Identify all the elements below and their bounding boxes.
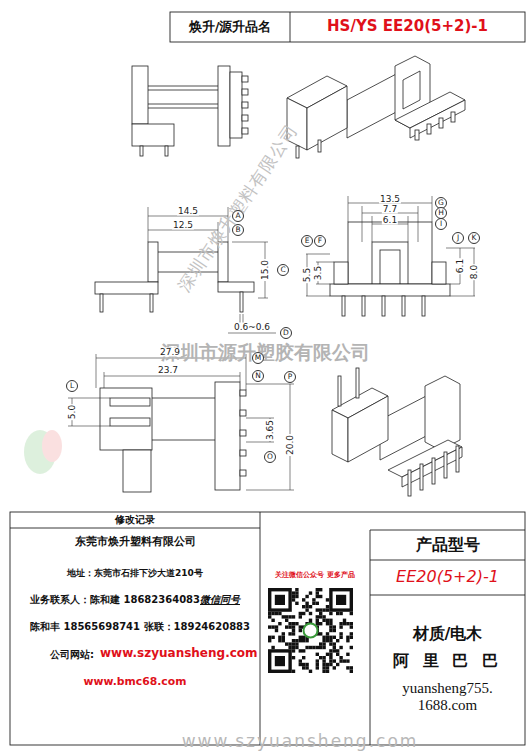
node-text: L <box>70 382 74 390</box>
node-text: HS/YS EE20(5+2)-1 <box>327 18 488 35</box>
dimension-value: 5.5 <box>303 267 312 283</box>
watermark: www.szyuansheng.com <box>181 733 420 750</box>
callout-letter: L <box>66 380 78 392</box>
callout-letter: D <box>280 327 292 339</box>
node-text: N <box>255 372 261 380</box>
callout-letter: I <box>435 218 447 230</box>
callout-letter: B <box>232 224 244 236</box>
dimension-value: 13.5 <box>379 195 401 204</box>
node-text: www.szyuansheng.com <box>100 647 258 661</box>
node-text: I <box>440 220 442 228</box>
node-text: 微信同号 <box>200 594 240 606</box>
dimension-value: 23.7 <box>157 366 179 375</box>
dimension-value: 20.0 <box>286 434 295 456</box>
node-text: 修改记录 <box>115 514 155 526</box>
dimension-value: 14.5 <box>177 207 199 216</box>
company-info: 东莞市焕升塑料有限公司地址：东莞市石排下沙大道210号业务联系人：陈和建 186… <box>10 528 260 745</box>
dimension-value: 0.6~0.6 <box>233 323 271 332</box>
node-text: www.bmc68.com <box>10 676 260 688</box>
node-text: F <box>318 237 322 245</box>
node-text: 东莞市焕升塑料有限公司 <box>10 536 260 548</box>
revision-header: 修改记录 <box>10 512 260 528</box>
node-text: EE20(5+2)-1 <box>396 568 499 586</box>
dimension-value: 8.0 <box>470 264 479 280</box>
node-text: C <box>280 266 285 274</box>
node-text: yuansheng755. 1688.com <box>373 680 523 715</box>
header-label: 焕升/源升品名 <box>170 12 290 42</box>
node-text: D <box>283 329 289 337</box>
callout-letter: E <box>301 235 313 247</box>
callout-letter: N <box>252 370 264 382</box>
callout-letter: O <box>264 451 276 463</box>
node-text: 材质/电木 <box>413 625 483 643</box>
callout-letter: A <box>232 210 244 222</box>
node-text: 陈和丰 18565698741 张联：18924620883 <box>30 621 250 633</box>
node-text: 关注微信公众号 更多产品 <box>275 571 354 579</box>
node-text: H <box>438 209 444 217</box>
callout-letter: J <box>452 232 464 244</box>
node-text: 焕升/源升品名 <box>189 20 272 35</box>
node-text: 公司网站: <box>50 649 94 661</box>
material-info: 材质/电木阿 里 巴 巴 yuansheng755. 1688.com <box>370 595 525 745</box>
node-text: 产品型号 <box>416 536 480 554</box>
model-value: EE20(5+2)-1 <box>370 560 525 595</box>
dimension-value: 7.7 <box>382 205 398 214</box>
callout-letter: F <box>314 235 326 247</box>
qr-code <box>268 588 353 673</box>
node-text: M <box>255 354 261 362</box>
model-header: 产品型号 <box>370 530 525 560</box>
node-text: K <box>472 234 477 242</box>
node-text: 地址：东莞市石排下沙大道210号 <box>10 568 260 578</box>
watermark: 深圳市源升塑胶有限公司 <box>160 343 371 362</box>
callout-letter: K <box>468 232 480 244</box>
node-text: E <box>305 237 310 245</box>
node-text: A <box>235 212 240 220</box>
node-text: B <box>235 226 240 234</box>
dimension-value: 6.1 <box>382 216 398 225</box>
node-text: 阿 里 巴 巴 <box>393 652 502 670</box>
wechat-note: 关注微信公众号 更多产品 <box>262 568 368 582</box>
node-text: 业务联系人：陈和建 18682364083 <box>30 594 200 606</box>
callout-letter: M <box>252 352 264 364</box>
dimension-value: 15.0 <box>261 259 270 281</box>
node-text: O <box>267 453 273 461</box>
dimension-value: 3.5 <box>314 265 323 281</box>
node-text: J <box>457 234 459 242</box>
dimension-value: 27.9 <box>159 348 181 357</box>
product-name: HS/YS EE20(5+2)-1 <box>290 12 525 42</box>
callout-letter: P <box>284 371 296 383</box>
dimension-value: 12.5 <box>172 221 194 230</box>
dimension-value: 3.65 <box>266 419 275 441</box>
dimension-value: 6.1 <box>456 258 465 274</box>
callout-letter: C <box>277 264 289 276</box>
node-text: P <box>288 373 293 381</box>
node-text: G <box>438 199 444 207</box>
dimension-value: 5.0 <box>68 404 77 420</box>
